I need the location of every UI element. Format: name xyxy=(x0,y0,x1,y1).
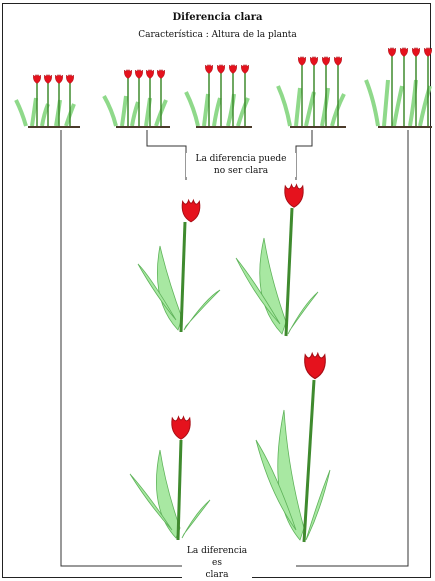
tulip-clear-short xyxy=(130,417,210,540)
tulip-group-1 xyxy=(16,75,80,128)
label-clear-difference: La diferencia es clara xyxy=(182,545,252,581)
tulip-group-5 xyxy=(366,48,432,128)
tulip-group-2 xyxy=(104,70,170,128)
label-unclear-line2: no ser clara xyxy=(186,165,296,177)
label-clear-line1: La diferencia es xyxy=(182,545,252,569)
tulip-group-3 xyxy=(186,65,252,128)
label-clear-line2: clara xyxy=(182,569,252,581)
label-unclear-difference: La diferencia puede no ser clara xyxy=(186,153,296,177)
tulip-clear-tall xyxy=(256,353,330,542)
tulip-group-4 xyxy=(278,57,346,128)
tulip-unclear-short xyxy=(138,200,220,332)
label-unclear-line1: La diferencia puede xyxy=(186,153,296,165)
tulip-unclear-tall xyxy=(236,185,318,336)
connector-lines xyxy=(61,130,408,566)
